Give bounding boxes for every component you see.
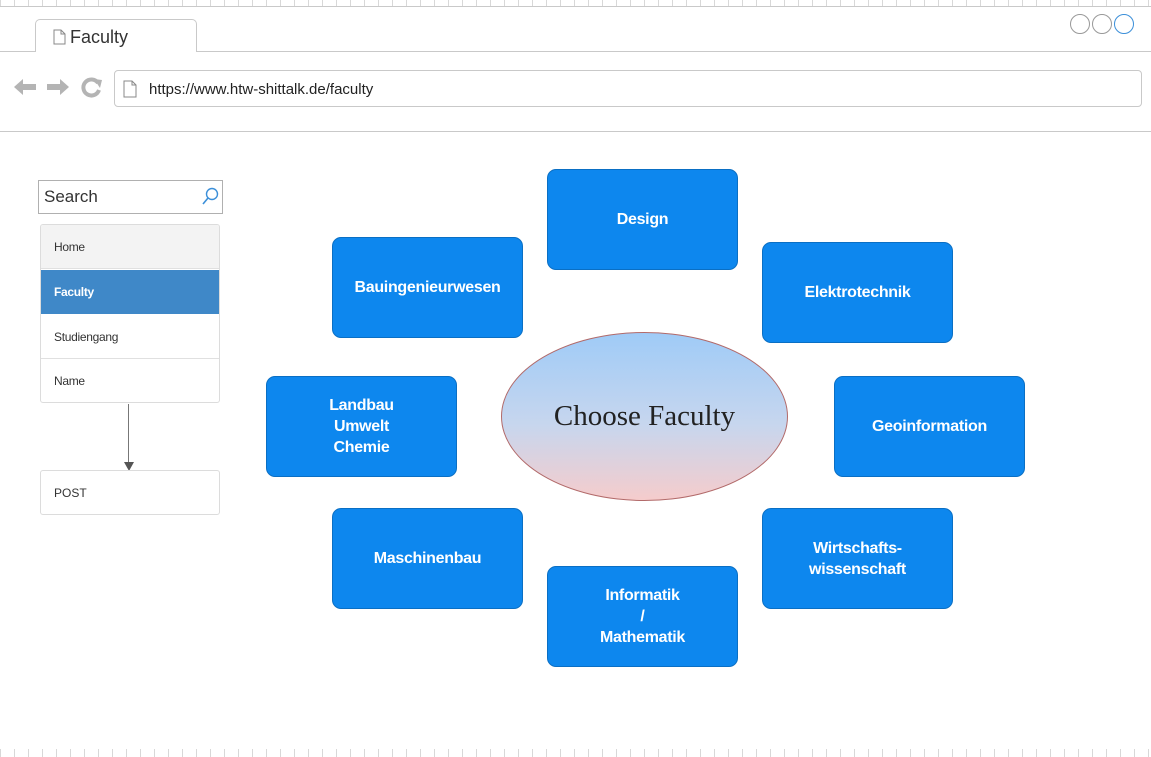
search-input[interactable]: Search: [38, 180, 223, 214]
sidebar-menu: Home Faculty Studiengang Name: [40, 224, 220, 403]
nav-bar: https://www.htw-shittalk.de/faculty: [0, 52, 1151, 132]
forward-arrow-icon[interactable]: [46, 78, 70, 101]
faculty-elektrotechnik-button[interactable]: Elektrotechnik: [762, 242, 953, 343]
back-arrow-icon[interactable]: [13, 78, 37, 101]
flow-arrow-line: [128, 404, 129, 464]
tab-bar: Faculty: [0, 7, 1151, 52]
faculty-informatik-mathematik-button[interactable]: Informatik / Mathematik: [547, 566, 738, 667]
faculty-geoinformation-button[interactable]: Geoinformation: [834, 376, 1025, 477]
search-placeholder: Search: [44, 187, 98, 206]
choose-faculty-label: Choose Faculty: [553, 400, 736, 432]
page-icon: [123, 80, 137, 103]
url-text: https://www.htw-shittalk.de/faculty: [149, 81, 374, 98]
sidebar-item-studiengang[interactable]: Studiengang: [41, 315, 219, 359]
close-button[interactable]: [1114, 14, 1134, 34]
sidebar-item-home[interactable]: Home: [41, 225, 219, 269]
tab-divider: [0, 51, 1151, 52]
reload-icon[interactable]: [81, 77, 103, 103]
ruler-top: [0, 0, 1151, 6]
ruler-bottom: [0, 749, 1151, 757]
maximize-button[interactable]: [1092, 14, 1112, 34]
search-icon[interactable]: [201, 187, 219, 212]
flow-arrow-head: [124, 462, 134, 471]
faculty-maschinenbau-button[interactable]: Maschinenbau: [332, 508, 523, 609]
address-bar[interactable]: https://www.htw-shittalk.de/faculty: [114, 70, 1142, 107]
tab-title: Faculty: [70, 27, 129, 47]
minimize-button[interactable]: [1070, 14, 1090, 34]
choose-faculty-ellipse: Choose Faculty: [501, 332, 788, 501]
tab-gap: [36, 51, 196, 52]
faculty-design-button[interactable]: Design: [547, 169, 738, 270]
faculty-wirtschaftswissenschaft-button[interactable]: Wirtschafts- wissenschaft: [762, 508, 953, 609]
sidebar-item-name[interactable]: Name: [54, 374, 85, 388]
faculty-bauingenieurwesen-button[interactable]: Bauingenieurwesen: [332, 237, 523, 338]
sidebar-item-faculty[interactable]: Faculty: [41, 270, 219, 314]
page-icon: [53, 29, 66, 50]
post-button[interactable]: POST: [40, 470, 220, 515]
faculty-landbau-umwelt-chemie-button[interactable]: Landbau Umwelt Chemie: [266, 376, 457, 477]
browser-tab[interactable]: Faculty: [35, 19, 197, 52]
